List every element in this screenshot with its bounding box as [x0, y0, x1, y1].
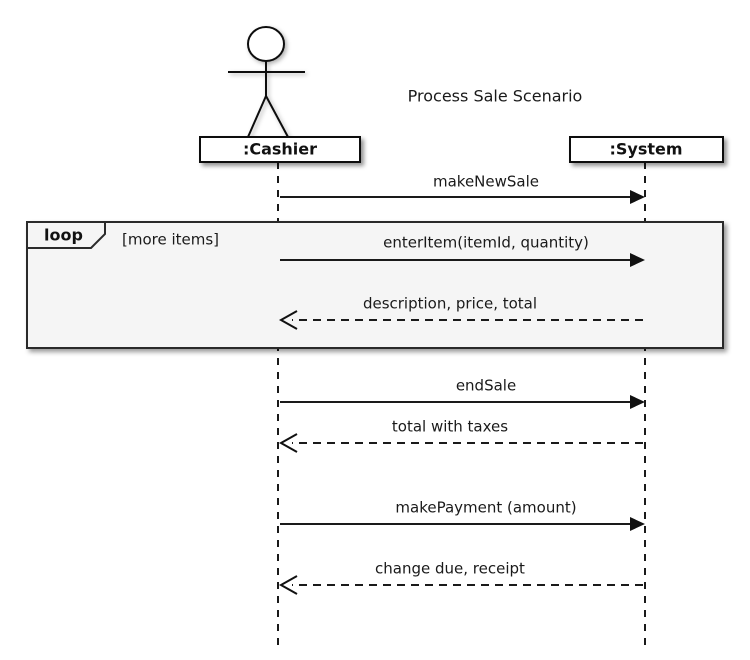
message-make-new-sale[interactable]: makeNewSale — [280, 173, 645, 205]
message-make-new-sale-arrowhead — [630, 190, 645, 204]
message-end-sale-arrowhead — [630, 395, 645, 409]
participant-cashier-box[interactable] — [199, 136, 361, 163]
message-change-due-receipt-label: change due, receipt — [375, 560, 525, 578]
fragment-loop-body — [26, 221, 724, 349]
message-make-new-sale-label: makeNewSale — [433, 173, 539, 191]
message-description-price-total-arrowhead — [278, 310, 298, 330]
message-change-due-receipt-arrowhead — [278, 575, 298, 595]
message-change-due-receipt[interactable]: change due, receipt — [278, 560, 643, 595]
message-total-with-taxes[interactable]: total with taxes — [278, 418, 643, 453]
participant-cashier[interactable]: :Cashier — [199, 136, 361, 163]
fragment-operator-label: loop — [44, 226, 83, 245]
participant-system-box[interactable] — [569, 136, 724, 163]
fragment-guard-label: [more items] — [122, 231, 219, 249]
diagram-title: Process Sale Scenario — [408, 87, 583, 106]
message-description-price-total-label: description, price, total — [363, 295, 537, 313]
message-enter-item-label: enterItem(itemId, quantity) — [383, 234, 589, 252]
actor-stick-figure-cashier — [228, 26, 305, 138]
participant-cashier-label: :Cashier — [243, 140, 317, 159]
participant-system-label: :System — [609, 140, 682, 159]
message-enter-item-arrowhead — [630, 253, 645, 267]
message-description-price-total[interactable]: description, price, total — [278, 295, 643, 330]
participant-system[interactable]: :System — [569, 136, 724, 163]
actor-leg-right-icon — [265, 95, 289, 138]
message-total-with-taxes-arrowhead — [278, 433, 298, 453]
fragment-loop: loop [more items] — [26, 221, 724, 349]
fragment-loop-tab — [26, 221, 106, 249]
actor-head-icon — [247, 26, 285, 62]
message-make-payment-arrowhead — [630, 517, 645, 531]
message-end-sale[interactable]: endSale — [280, 377, 645, 410]
message-make-payment-label: makePayment (amount) — [395, 499, 576, 517]
message-total-with-taxes-label: total with taxes — [392, 418, 508, 436]
actor-leg-left-icon — [247, 95, 267, 138]
message-end-sale-label: endSale — [456, 377, 516, 395]
message-make-payment[interactable]: makePayment (amount) — [280, 499, 645, 532]
message-enter-item[interactable]: enterItem(itemId, quantity) — [280, 234, 645, 268]
